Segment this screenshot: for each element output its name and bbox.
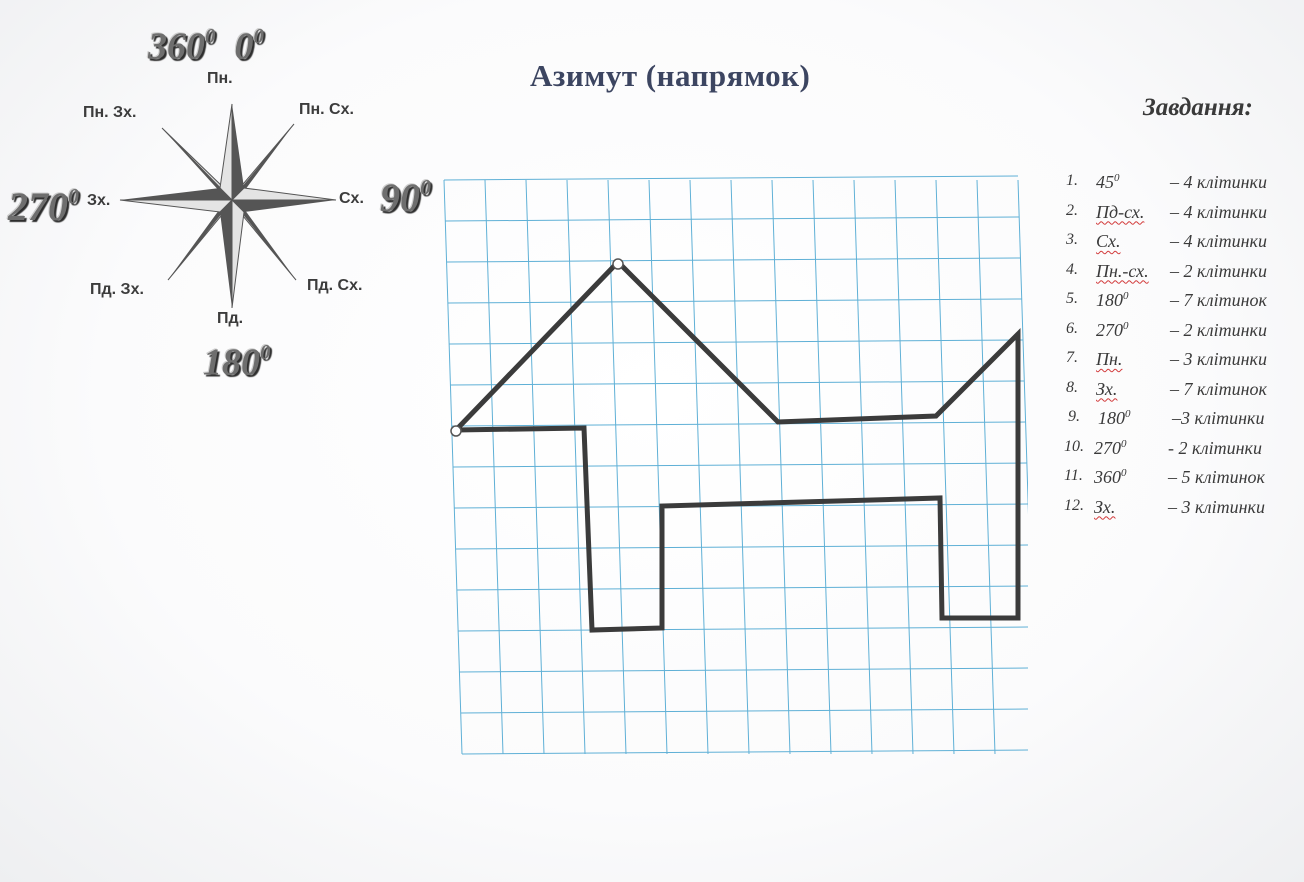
task-direction: Зх. [1094,496,1116,517]
drawing-outline [454,258,1021,633]
task-number: 11. [1064,467,1083,484]
grid-line-horizontal [452,462,1028,468]
task-distance: –3 клітинки [1172,408,1265,428]
task-direction: 2700 [1094,437,1127,458]
grid-line-horizontal [449,339,1024,345]
task-distance: – 3 клітинки [1170,349,1267,369]
task-number: 10. [1064,437,1084,455]
compass-label-nw: Пн. Зх. [83,104,137,121]
grid-line-horizontal [447,298,1022,304]
page-title: Азимут (напрямок) [530,58,811,93]
grid-line-horizontal [451,421,1026,427]
task-heading: Завдання: [1143,94,1253,121]
compass-label-ne: Пн. Сх. [299,101,354,118]
task-distance: – 4 клітинки [1170,201,1267,222]
task-direction: 2700 [1096,319,1129,340]
task-distance: – 2 клітинки [1170,260,1267,281]
grid-line-vertical [1017,179,1028,515]
task-direction: Пн.-сх. [1096,260,1149,281]
degree-east: 900 [380,174,431,221]
compass-label-sw: Пд. Зх. [90,281,144,298]
task-item: 7. Пн. – 3 клітинки [1066,349,1304,375]
compass-diagonal-points [161,123,297,281]
grid-line-vertical [648,179,668,755]
task-number: 9. [1068,408,1080,425]
task-number: 3. [1066,231,1078,248]
task-number: 8. [1066,378,1078,396]
task-direction: Сх. [1096,231,1121,251]
grid-lines [443,175,1028,755]
grid-line-vertical [730,179,750,755]
grid-line-vertical [976,179,996,755]
compass-label-se: Пд. Сх. [307,277,363,294]
grid-line-horizontal [456,585,1028,591]
task-direction: 3600 [1094,467,1127,487]
degree-south: 1800 [203,340,271,384]
grid-line-horizontal [445,216,1020,222]
grid-line-vertical [894,179,914,755]
grid-line-horizontal [455,544,1028,550]
task-item: 2. Пд-сх. – 4 клітинки [1066,202,1304,228]
task-number: 6. [1066,319,1078,337]
grid-line-vertical [771,179,791,755]
grid-line-vertical [689,179,709,755]
degree-west: 2700 [8,183,79,230]
grid-line-vertical [935,179,955,755]
task-distance: – 7 клітинок [1170,378,1267,399]
task-item: 1. 450 – 4 клітинки [1066,172,1304,198]
grid-line-vertical [853,179,873,755]
compass-label-s: Пд. [217,310,244,327]
grid-line-vertical [812,179,832,755]
grid-line-horizontal [460,708,1028,714]
task-distance: – 3 клітинки [1168,496,1265,517]
task-item: 9. 1800 –3 клітинки [1068,408,1304,434]
task-direction: Пд-сх. [1096,201,1145,222]
task-item: 12. Зх. – 3 клітинки [1064,497,1304,523]
start-point-marker [450,425,462,437]
task-direction: 1800 [1098,408,1131,428]
task-distance: – 7 клітинок [1170,290,1267,310]
task-number: 1. [1066,172,1078,189]
task-distance: - 2 клітинки [1168,437,1262,458]
peak-point-marker [612,258,624,270]
task-item: 11. 3600 – 5 клітинок [1064,467,1304,493]
task-item: 8. Зх. – 7 клітинок [1066,379,1304,405]
grid-line-vertical [607,179,627,755]
task-number: 5. [1066,290,1078,307]
task-number: 4. [1066,260,1078,278]
grid-board [443,175,1028,755]
grid-line-horizontal [459,667,1028,673]
task-item: 4. Пн.-сх. – 2 клітинки [1066,261,1304,287]
task-distance: – 2 клітинки [1170,319,1267,340]
task-distance: – 5 клітинок [1168,467,1265,487]
task-number: 7. [1066,349,1078,366]
task-item: 6. 2700 – 2 клітинки [1066,320,1304,346]
compass-label-w: Зх. [87,192,111,209]
grid-line-horizontal [443,175,1019,181]
compass-cardinal-points [119,103,337,309]
grid-line-horizontal [461,749,1028,755]
compass-label-e: Сх. [339,190,364,207]
task-distance: – 4 клітинки [1170,231,1267,251]
grid-line-vertical [525,179,545,755]
task-direction: Пн. [1096,349,1123,369]
task-direction: 450 [1096,172,1120,192]
task-number: 2. [1066,201,1078,219]
grid-line-horizontal [458,626,1028,632]
compass-rose-icon [119,103,337,309]
task-direction: 1800 [1096,290,1129,310]
task-direction: Зх. [1096,378,1118,399]
task-item: 10. 2700 - 2 клітинки [1064,438,1304,464]
grid-line-vertical [566,179,586,755]
task-item: 3. Сх. – 4 клітинки [1066,231,1304,257]
task-distance: – 4 клітинки [1170,172,1267,192]
compass-label-n: Пн. [207,70,233,87]
grid-line-horizontal [446,257,1021,263]
degree-north: 3600 00 [148,24,264,68]
task-item: 5. 1800 – 7 клітинок [1066,290,1304,316]
task-number: 12. [1064,496,1084,514]
